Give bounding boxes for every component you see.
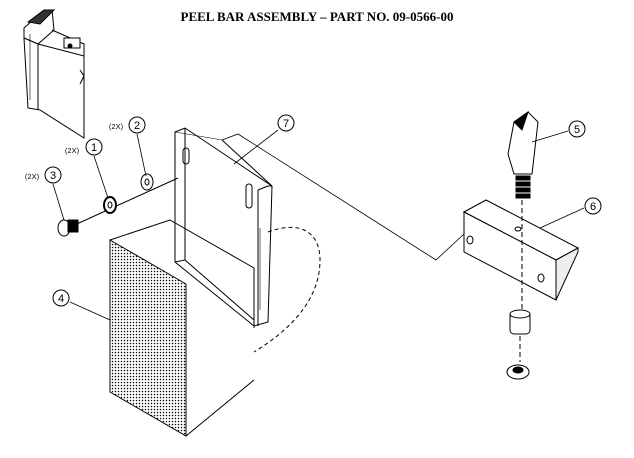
callout-3: 3 (2X)	[25, 166, 62, 184]
callout-1-number: 1	[91, 142, 97, 154]
callout-3-number: 3	[50, 170, 56, 182]
callout-3-quantity: (2X)	[25, 172, 40, 181]
callout-1-quantity: (2X)	[65, 146, 80, 155]
part-7-peel-plate	[174, 127, 273, 327]
part-3-screw	[57, 219, 79, 237]
part-6-bracket	[462, 199, 580, 301]
callout-2-quantity: (2X)	[109, 122, 124, 131]
part-4-label-stock	[109, 219, 321, 437]
assembly-alignment-line	[221, 133, 465, 261]
callout-6: 6	[584, 197, 602, 215]
callout-7: 7	[277, 114, 295, 132]
part-5-knob-spring	[506, 110, 539, 380]
printer-reference-sketch	[23, 9, 85, 139]
diagram-title: PEEL BAR ASSEMBLY – PART NO. 09-0566-00	[180, 9, 454, 24]
callout-4: 4	[52, 289, 70, 307]
fastener-stack	[57, 173, 179, 237]
callout-5-number: 5	[574, 124, 580, 136]
callout-1: 1 (2X)	[65, 138, 103, 156]
callout-7-number: 7	[283, 118, 289, 130]
callout-2: 2 (2X)	[109, 116, 146, 134]
callout-4-number: 4	[58, 293, 64, 305]
callout-2-number: 2	[134, 120, 140, 132]
callout-6-number: 6	[590, 201, 596, 213]
part-1-lock-washer	[103, 196, 117, 214]
part-2-flat-washer	[140, 173, 154, 191]
callout-leaders	[52, 129, 585, 321]
callout-5: 5	[568, 120, 586, 138]
